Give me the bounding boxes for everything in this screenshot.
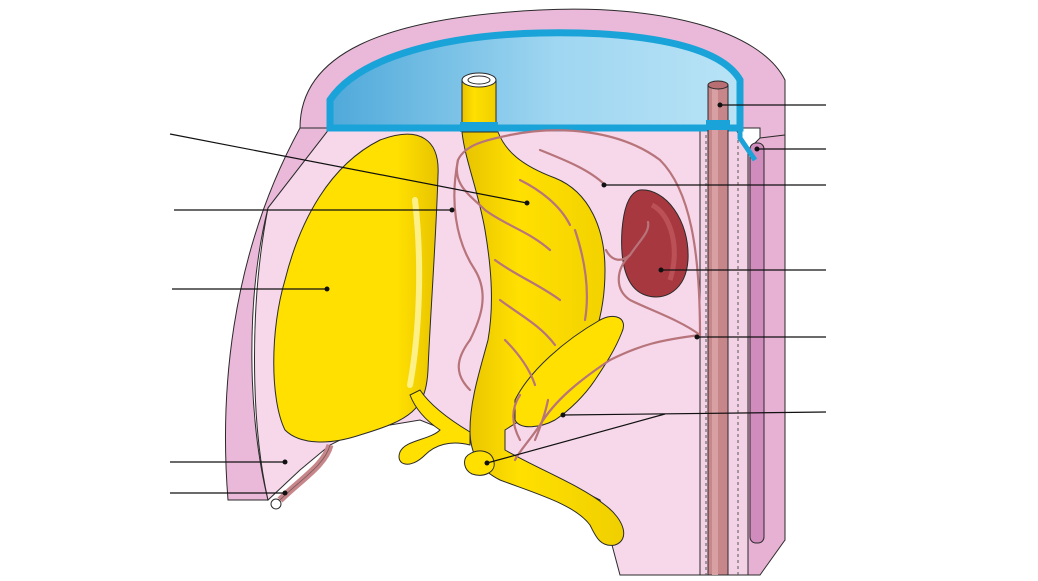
pancreas (514, 316, 624, 428)
body-wall-left (225, 127, 332, 501)
leader-lines (169, 104, 827, 494)
ventral-pancreas (464, 450, 495, 476)
liver (273, 133, 439, 443)
bile-duct (398, 389, 471, 465)
diaphragm (326, 29, 744, 132)
leader-dots (282, 102, 760, 496)
vessel-network (453, 129, 702, 462)
stomach (461, 131, 625, 546)
